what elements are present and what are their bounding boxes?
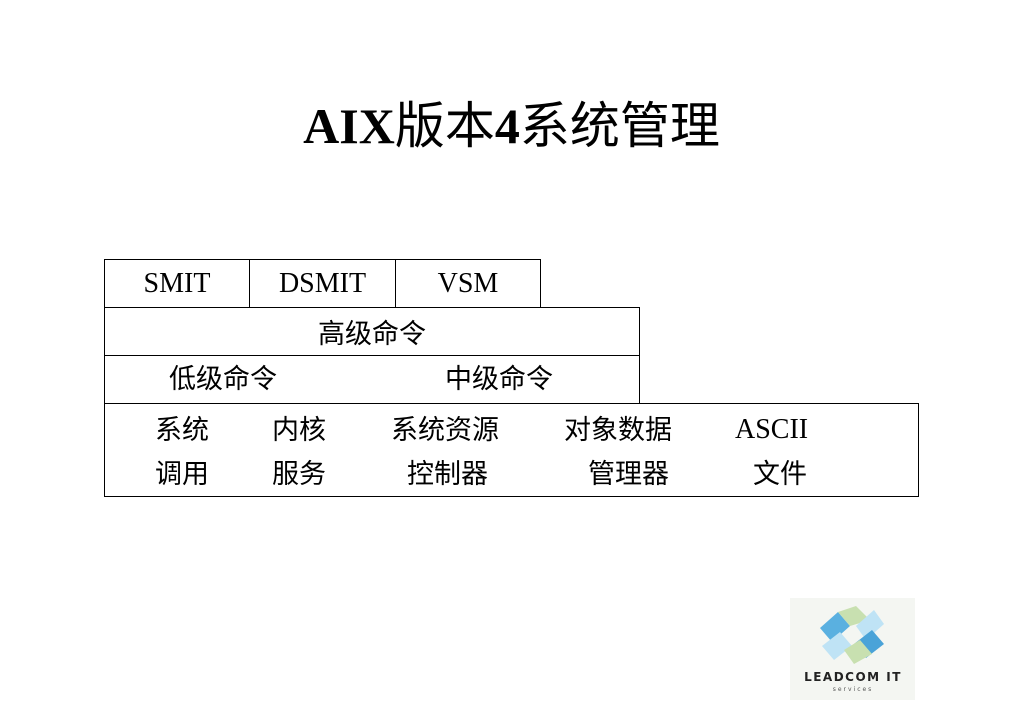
leadcom-logo-icon xyxy=(790,598,915,700)
col1-line1: 系统 xyxy=(155,415,209,446)
col2-line2: 服务 xyxy=(272,459,326,490)
page-title: AIX版本4系统管理 xyxy=(0,86,1023,166)
high-level-commands-box: 高级命令 xyxy=(104,307,640,356)
title-part: 版本 xyxy=(394,97,495,155)
dsmit-cell: DSMIT xyxy=(249,259,396,308)
dsmit-label: DSMIT xyxy=(278,267,367,299)
col1-line2: 调用 xyxy=(155,459,209,490)
col4-line2: 管理器 xyxy=(588,459,669,490)
vsm-label: VSM xyxy=(437,267,499,299)
col4-line1: 对象数据 xyxy=(564,415,672,446)
high-level-label: 高级命令 xyxy=(318,319,426,350)
title-part: AIX xyxy=(303,98,395,154)
smit-label: SMIT xyxy=(143,267,211,299)
low-level-label: 低级命令 xyxy=(169,364,277,395)
system-services-box: 系统 调用 内核 服务 系统资源 控制器 对象数据 管理器 ASCII 文件 xyxy=(104,403,919,497)
vsm-cell: VSM xyxy=(395,259,541,308)
col2-line1: 内核 xyxy=(272,415,326,446)
col3-line1: 系统资源 xyxy=(391,415,499,446)
title-part: 系统管理 xyxy=(519,97,720,155)
logo-sub: services xyxy=(832,686,874,693)
col3-line2: 控制器 xyxy=(407,459,488,490)
logo-name: LEADCOM IT xyxy=(804,670,902,684)
col5-line2: 文件 xyxy=(753,459,807,490)
title-part: 4 xyxy=(494,98,520,154)
mid-level-label: 中级命令 xyxy=(445,364,553,395)
smit-cell: SMIT xyxy=(104,259,250,308)
col5-line1: ASCII xyxy=(735,414,809,445)
low-mid-commands-box: 低级命令 中级命令 xyxy=(104,355,640,404)
